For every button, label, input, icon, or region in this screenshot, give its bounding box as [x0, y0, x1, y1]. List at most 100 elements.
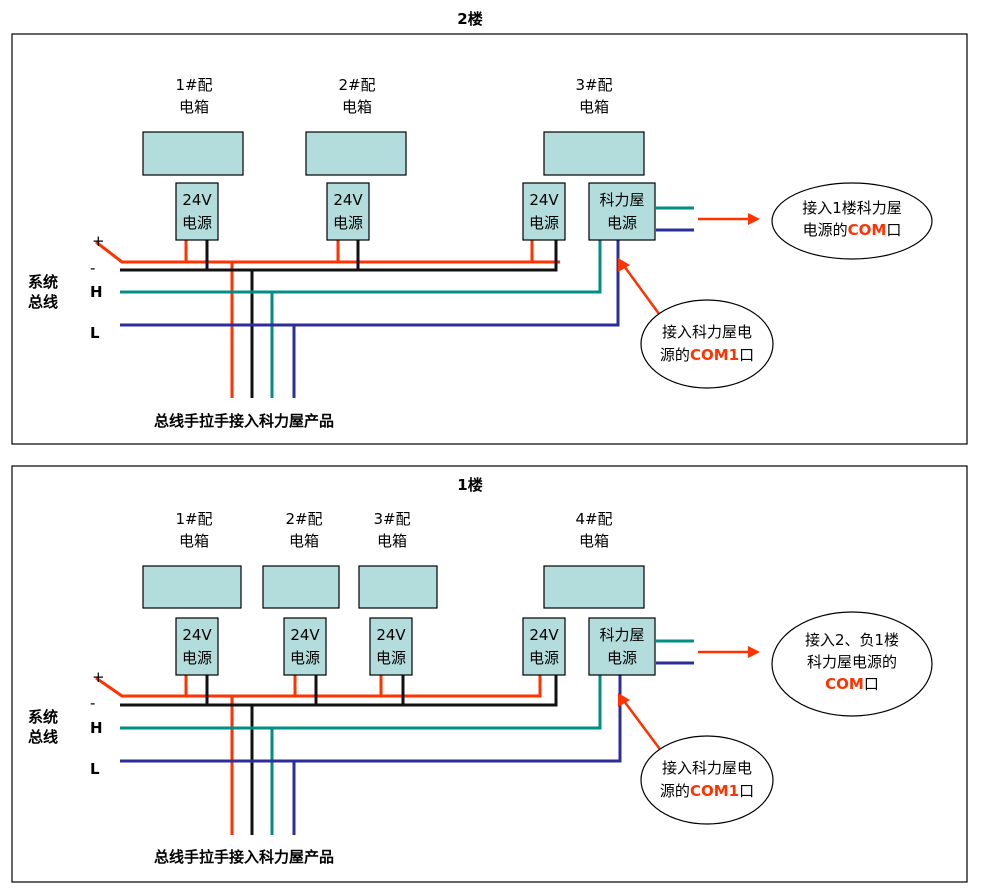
h-wire	[120, 675, 602, 730]
kl-psu	[588, 182, 656, 241]
callout-com-line1: 接入2、负1楼	[805, 631, 899, 649]
callout-com1-bubble	[640, 299, 774, 389]
minus-drops	[205, 675, 405, 705]
cabinet-2-label: 2#配	[338, 76, 375, 94]
psu-4-voltage: 24V	[529, 626, 559, 644]
minus-wire	[120, 240, 558, 272]
h-label: H	[90, 719, 103, 737]
callout-com1-line2: 源的COM1口	[660, 346, 754, 364]
psu-1	[175, 617, 219, 676]
arrow-right-head	[748, 213, 760, 225]
cabinet-1-label-2: 电箱	[179, 98, 209, 116]
psu-2-label: 电源	[333, 214, 363, 232]
callout-com1-bubble	[640, 735, 774, 825]
h-label: H	[90, 283, 103, 301]
callout-com-line2: 电源的COM口	[803, 221, 902, 239]
cabinet-3-box	[543, 131, 645, 176]
kl-psu-label: 科力屋	[599, 191, 644, 209]
psu-3	[522, 182, 566, 241]
cabinet-3-label-2: 电箱	[377, 532, 407, 550]
psu-2-label: 电源	[290, 649, 320, 667]
bus-label: 系统	[28, 273, 58, 291]
psu-4	[522, 617, 566, 676]
l-label: L	[90, 760, 100, 778]
bottom-label: 总线手拉手接入科力屋产品	[154, 412, 334, 430]
psu-2	[283, 617, 327, 676]
psu-1-label: 电源	[182, 649, 212, 667]
kl-psu-label: 科力屋	[599, 626, 644, 644]
arrow-com1	[622, 265, 664, 319]
callout-com1-line1: 接入科力屋电	[662, 323, 752, 341]
cabinet-2-box	[262, 565, 340, 609]
callout-com-line3: COM口	[825, 675, 879, 693]
cabinet-3-box	[358, 565, 438, 609]
psu-4-label: 电源	[529, 649, 559, 667]
psu-1-voltage: 24V	[182, 626, 212, 644]
l-label: L	[90, 324, 100, 342]
psu-3-label: 电源	[376, 649, 406, 667]
cabinet-3-label: 3#配	[575, 76, 612, 94]
callout-com-line1: 接入1楼科力屋	[802, 199, 902, 217]
minus-drops	[205, 240, 360, 270]
callout-com1-line2: 源的COM1口	[660, 782, 754, 800]
psu-2-voltage: 24V	[333, 191, 363, 209]
cabinet-2-label-2: 电箱	[289, 532, 319, 550]
l-wire	[120, 240, 620, 327]
plus-drops	[184, 675, 383, 696]
floor-2-title: 2楼	[457, 10, 482, 28]
psu-1	[175, 182, 219, 241]
l-wire	[120, 675, 622, 763]
plus-label: +	[92, 232, 105, 250]
minus-wire	[120, 675, 558, 707]
plus-drops	[184, 240, 534, 262]
floor-1-frame	[11, 465, 968, 883]
plus-wire	[95, 675, 542, 698]
psu-1-voltage: 24V	[182, 191, 212, 209]
cabinet-3-label-2: 电箱	[579, 98, 609, 116]
cabinet-1-box	[142, 131, 244, 176]
cabinet-3-label: 3#配	[373, 510, 410, 528]
arrow-com1-head	[618, 258, 630, 272]
psu-3-voltage: 24V	[529, 191, 559, 209]
cabinet-4-label-2: 电箱	[579, 532, 609, 550]
psu-1-label: 电源	[182, 214, 212, 232]
bus-label-2: 总线	[28, 293, 58, 311]
bottom-label: 总线手拉手接入科力屋产品	[154, 848, 334, 866]
cabinet-4-label: 4#配	[575, 510, 612, 528]
psu-3-label: 电源	[529, 214, 559, 232]
callout-com-line2: 科力屋电源的	[807, 653, 897, 671]
psu-2	[326, 182, 370, 241]
psu-3-voltage: 24V	[376, 626, 406, 644]
kl-psu	[588, 617, 656, 676]
arrow-com1	[622, 700, 664, 753]
cabinet-1-label-2: 电箱	[179, 532, 209, 550]
floor-2-frame	[11, 33, 968, 445]
arrow-com1-head	[618, 693, 630, 707]
psu-3	[369, 617, 413, 676]
plus-wire	[95, 240, 560, 264]
callout-com-bubble	[771, 182, 933, 260]
h-wire	[120, 240, 602, 294]
cabinet-2-label: 2#配	[285, 510, 322, 528]
minus-label: -	[90, 694, 95, 712]
cabinet-2-box	[305, 131, 407, 176]
cabinet-1-box	[142, 565, 242, 609]
callout-com-bubble	[771, 611, 933, 717]
floor-1-panel: 1楼 1#配 电箱 2#配 电箱 3#配 电箱 4#配 电箱 24V 电源	[11, 465, 968, 883]
minus-label: -	[90, 259, 95, 277]
bus-label: 系统	[28, 708, 58, 726]
cabinet-2-label-2: 电箱	[342, 98, 372, 116]
cabinet-4-box	[543, 565, 645, 609]
floor-1-title: 1楼	[457, 476, 482, 494]
kl-psu-label-2: 电源	[607, 214, 637, 232]
cabinet-1-label: 1#配	[175, 510, 212, 528]
psu-2-voltage: 24V	[290, 626, 320, 644]
kl-psu-label-2: 电源	[607, 649, 637, 667]
bus-label-2: 总线	[28, 728, 58, 746]
arrow-right-head	[748, 646, 760, 658]
floor-2-panel: 2楼 1#配 电箱 2#配 电箱 3#配 电箱 24V 电源 24V	[11, 10, 968, 445]
plus-label: +	[92, 668, 105, 686]
cabinet-1-label: 1#配	[175, 76, 212, 94]
callout-com1-line1: 接入科力屋电	[662, 759, 752, 777]
